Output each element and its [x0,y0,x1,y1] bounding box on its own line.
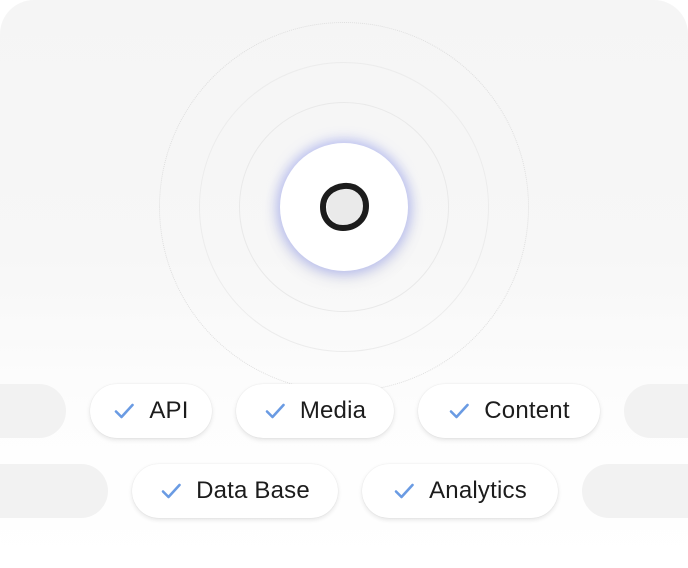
ghost-pill-right-row2 [582,464,688,518]
feature-label: Data Base [196,477,310,504]
ring-logo-icon [320,182,369,231]
feature-label: Analytics [429,477,527,504]
ghost-pill-left-row2 [0,464,108,518]
feature-pill-media[interactable]: Media [236,384,394,438]
feature-pill-analytics[interactable]: Analytics [362,464,558,518]
feature-pill-content[interactable]: Content [418,384,600,438]
ghost-pill-right-row1 [624,384,688,438]
check-icon [160,480,182,502]
check-icon [393,480,415,502]
feature-pill-database[interactable]: Data Base [132,464,338,518]
check-icon [264,400,286,422]
feature-pill-api[interactable]: API [90,384,212,438]
check-icon [113,400,135,422]
check-icon [448,400,470,422]
logo-badge [280,143,408,271]
feature-label: API [149,397,189,424]
feature-label: Media [299,397,367,424]
ghost-pill-left-row1 [0,384,66,438]
feature-label: Content [484,397,570,424]
